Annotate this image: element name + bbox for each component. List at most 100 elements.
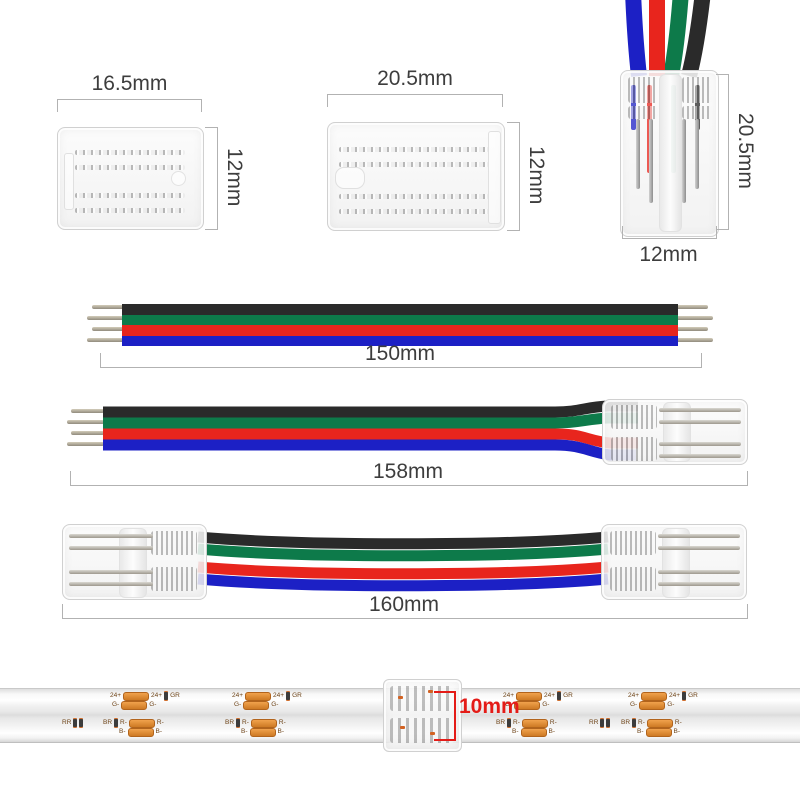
pad-label: G- (234, 700, 242, 708)
resistor-chip (606, 719, 611, 727)
strip-pad-row: B- B- (637, 727, 681, 737)
connector-small-body (57, 127, 204, 230)
dim-bracket-connector-small-width (57, 99, 202, 112)
dim-label-connector-wired-width: 12mm (639, 243, 698, 266)
contact-bar (69, 582, 153, 586)
contact-pin (636, 119, 640, 189)
dim-label-cable-one-connector: 158mm (372, 460, 444, 483)
wire-blue (122, 335, 678, 346)
solder-pad (121, 700, 148, 710)
solder-pad (249, 727, 276, 737)
connector-barrel (659, 74, 682, 232)
pad-label: GR (688, 691, 698, 699)
solder-pad (516, 691, 543, 701)
cable-connector-body-left (62, 524, 207, 600)
strip-pad-row: 24+24+GR (232, 691, 302, 701)
tinned-pin (92, 327, 124, 331)
pad-label: R- (638, 718, 645, 726)
resistor-chip (79, 719, 84, 727)
dim-label-connector-medium-width: 20.5mm (377, 67, 453, 90)
contact-bar (69, 546, 153, 550)
metal-teeth (151, 531, 197, 555)
metal-teeth (610, 567, 656, 591)
cable-connector-body (602, 399, 748, 465)
contact-bar (659, 420, 741, 424)
strip-pad-row: G-G- (112, 700, 156, 710)
pad-label: 24+ (151, 691, 163, 699)
dim-bracket-cable-bare (100, 353, 702, 368)
pad-label: GR (170, 691, 180, 699)
dim-bracket-cable-one-connector (70, 471, 748, 486)
strip-pad-row: RR (62, 719, 84, 727)
pad-label: BR (103, 718, 113, 726)
connector-wired-body (620, 70, 719, 237)
wire-green (103, 412, 638, 429)
dim-label-connector-medium-height: 12mm (525, 146, 548, 205)
pad-label: B- (512, 727, 519, 735)
wire-black (681, 0, 711, 78)
contact-bar (69, 570, 153, 574)
wire-black (197, 531, 609, 550)
dim-bracket-strip-width (434, 691, 456, 741)
contact-dot (398, 696, 403, 699)
pad-label: G- (630, 700, 638, 708)
tinned-pin (676, 338, 713, 342)
contact-bar (659, 454, 741, 458)
connector-barrel (662, 528, 690, 598)
cable-two-connectors-wires (197, 531, 609, 592)
solder-pad (127, 727, 154, 737)
pad-label: R- (156, 718, 164, 726)
contact-bar (69, 534, 153, 538)
wire-blue (625, 0, 647, 77)
wire-green (122, 314, 678, 325)
tinned-pin (71, 431, 104, 435)
solder-pad (514, 700, 541, 710)
pad-label: GR (292, 691, 302, 699)
contact-bar (658, 570, 740, 574)
solder-pad (123, 691, 150, 701)
resistor-chip (557, 692, 562, 700)
pad-label: G- (271, 700, 279, 708)
tinned-pin (676, 316, 713, 320)
resistor-chip (682, 692, 687, 700)
tinned-pin (67, 442, 104, 446)
strip-pad-row: 24+24+GR (110, 691, 180, 701)
metal-slot (75, 165, 185, 170)
strip-pad-row: G- G- (234, 700, 279, 710)
pad-label: RR (589, 718, 599, 726)
metal-teeth (390, 718, 454, 743)
tinned-pin (92, 305, 124, 309)
strip-pad-row: G-G- (630, 700, 674, 710)
tinned-pin (67, 420, 104, 424)
cable-connector-body-right (601, 524, 747, 600)
contact-bar (659, 408, 741, 412)
wire-black (103, 400, 638, 418)
dim-bracket-connector-medium-height (507, 122, 520, 231)
pad-label: R- (278, 718, 286, 726)
pad-label: GR (563, 691, 573, 699)
strip-pad-row: B-B- (512, 727, 555, 737)
contact-bar (658, 582, 740, 586)
contact-bar (659, 442, 741, 446)
wire-red (122, 325, 678, 336)
metal-teeth (628, 77, 658, 103)
connector-barrel (119, 528, 147, 598)
pad-label: B- (277, 727, 285, 735)
pad-label: 24+ (628, 691, 640, 699)
metal-slot (339, 194, 489, 199)
pad-label: G- (112, 700, 120, 708)
pad-label: B- (155, 727, 163, 735)
contact-dot (430, 732, 435, 735)
metal-slot (339, 209, 489, 214)
pad-label: B- (673, 727, 681, 735)
pad-label: B- (637, 727, 644, 735)
dim-label-connector-small-width: 16.5mm (91, 72, 168, 95)
wire-black (122, 304, 678, 315)
solder-pad (520, 727, 547, 737)
resistor-chip (236, 719, 241, 727)
metal-teeth (628, 106, 658, 119)
dim-label-cable-bare: 150mm (364, 342, 436, 365)
dim-bracket-connector-medium-width (327, 94, 503, 107)
